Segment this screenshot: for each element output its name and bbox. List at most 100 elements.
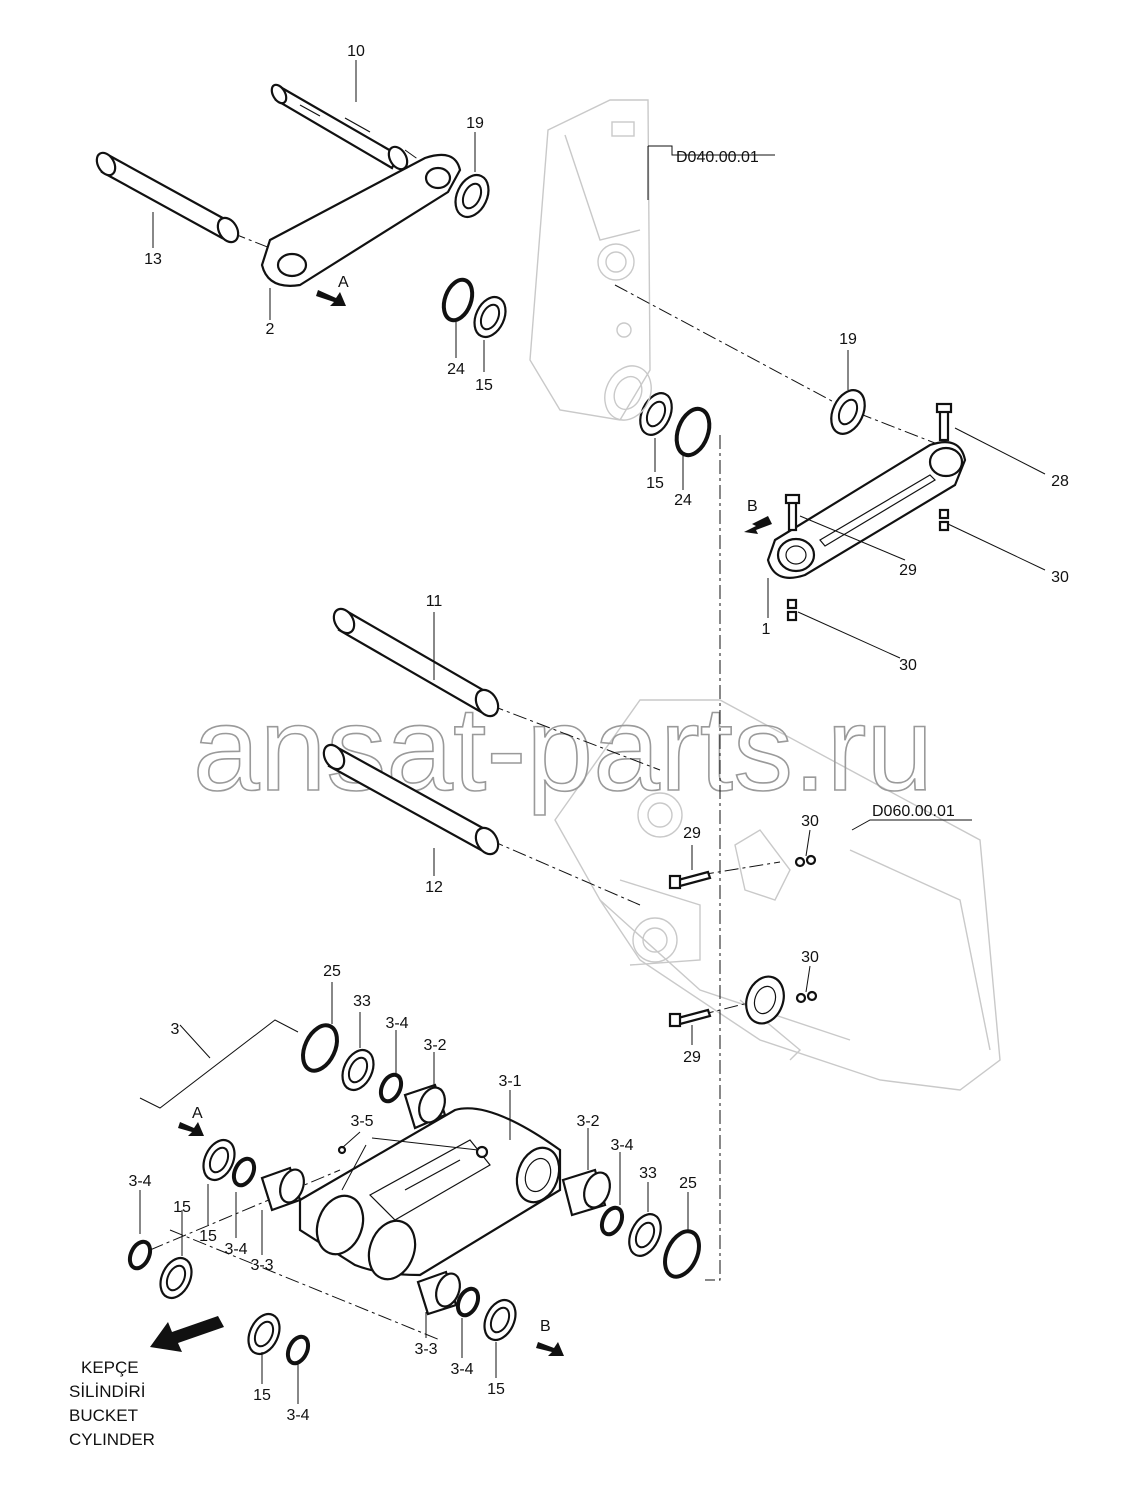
callout-13: 13 bbox=[144, 251, 162, 268]
callout-28: 28 bbox=[1051, 473, 1069, 490]
callout-15-bottom-left: 15 bbox=[253, 1387, 271, 1404]
caption-line-3: BUCKET bbox=[69, 1406, 138, 1425]
callout-3-5: 3-5 bbox=[350, 1113, 373, 1130]
callout-3-2-right: 3-2 bbox=[576, 1113, 599, 1130]
washer-15-left-a bbox=[202, 1138, 236, 1182]
seal-3-4-left-a bbox=[231, 1156, 257, 1188]
bolt-29-top bbox=[784, 493, 801, 532]
view-arrow-a-bottom: A bbox=[178, 1105, 204, 1136]
callout-29-mid: 29 bbox=[683, 825, 701, 842]
caption-line-1: KEPÇE bbox=[81, 1358, 139, 1377]
callout-1: 1 bbox=[762, 621, 771, 638]
callout-11: 11 bbox=[426, 593, 443, 610]
seal-3-4-bottom-right bbox=[455, 1286, 481, 1318]
oring-24-mid bbox=[674, 406, 712, 458]
washer-15-bottom-left bbox=[247, 1312, 281, 1356]
link-1 bbox=[766, 441, 967, 579]
nut-30-a bbox=[938, 508, 950, 532]
washer-19-top bbox=[454, 173, 490, 219]
callout-15-bottom-right: 15 bbox=[487, 1381, 505, 1398]
washer-15-top bbox=[473, 295, 507, 339]
callout-19-top: 19 bbox=[466, 115, 484, 132]
callout-25-left: 25 bbox=[323, 963, 341, 980]
caption-line-2: SİLİNDİRİ bbox=[69, 1382, 146, 1401]
view-arrow-b-bottom: B bbox=[536, 1318, 564, 1356]
pin-10 bbox=[270, 83, 409, 171]
washer-15-bottom-right bbox=[483, 1298, 517, 1342]
bushing-3-2-right bbox=[561, 1168, 611, 1217]
nut-30-b bbox=[786, 598, 798, 622]
callout-29-lower: 29 bbox=[683, 1049, 701, 1066]
callout-3-2-left: 3-2 bbox=[423, 1037, 446, 1054]
reference-arm: D040.00.01 bbox=[676, 149, 759, 166]
bracket-stem bbox=[179, 1024, 211, 1059]
callouts: 10 13 19 2 24 15 15 24 19 28 29 30 30 1 … bbox=[128, 43, 1069, 1424]
view-arrow-b-right: B bbox=[744, 498, 772, 534]
pin-13 bbox=[95, 151, 240, 244]
view-mark-b-right: B bbox=[747, 498, 758, 515]
callout-3-4-a: 3-4 bbox=[385, 1015, 408, 1032]
callout-25-right: 25 bbox=[679, 1175, 697, 1192]
bucket-cylinder-arrow bbox=[150, 1316, 224, 1352]
callout-3-4-far-left: 3-4 bbox=[128, 1173, 151, 1190]
callout-33-right: 33 bbox=[639, 1165, 657, 1182]
arm-boss bbox=[604, 365, 652, 421]
pin-12 bbox=[322, 743, 500, 856]
oring-24-top bbox=[441, 277, 475, 323]
view-mark-b-bottom: B bbox=[540, 1318, 551, 1335]
callout-3-1: 3-1 bbox=[498, 1073, 521, 1090]
callout-3-4-bottom-right: 3-4 bbox=[450, 1361, 473, 1378]
callout-12: 12 bbox=[425, 879, 443, 896]
callout-30-d: 30 bbox=[801, 949, 819, 966]
seal-3-4-bottom-left bbox=[285, 1334, 311, 1366]
h-link-3-1 bbox=[298, 1107, 562, 1281]
callout-24-mid: 24 bbox=[674, 492, 692, 509]
callout-3-3-left: 3-3 bbox=[250, 1257, 273, 1274]
leader-lines bbox=[139, 60, 1046, 1404]
callout-3-4-bottom-left: 3-4 bbox=[286, 1407, 309, 1424]
callout-2: 2 bbox=[266, 321, 275, 338]
seal-3-4-far-left bbox=[127, 1239, 153, 1271]
callout-15-far-left: 15 bbox=[173, 1199, 191, 1216]
view-mark-a-top: A bbox=[338, 274, 349, 291]
bolt-29-lower bbox=[668, 1008, 712, 1028]
callout-3-3-right: 3-3 bbox=[414, 1341, 437, 1358]
washer-19-right bbox=[830, 389, 866, 435]
view-arrow-a-top: A bbox=[316, 274, 349, 306]
arm-ghost-outline bbox=[529, 99, 651, 421]
callout-15-top: 15 bbox=[475, 377, 493, 394]
washer-33-left bbox=[341, 1048, 375, 1092]
callout-15-mid: 15 bbox=[646, 475, 664, 492]
washer-15-far-left bbox=[159, 1256, 193, 1300]
bolt-29-mid bbox=[668, 870, 712, 890]
bushing-3-3-left bbox=[260, 1166, 305, 1212]
callout-30-c: 30 bbox=[801, 813, 819, 830]
callout-3-4-right: 3-4 bbox=[610, 1137, 633, 1154]
nuts-30-lower bbox=[795, 990, 818, 1004]
callout-30-b: 30 bbox=[899, 657, 917, 674]
seal-3-4-a bbox=[378, 1072, 404, 1104]
callout-19-right: 19 bbox=[839, 331, 857, 348]
bucket-cylinder-caption: KEPÇE SİLİNDİRİ BUCKET CYLINDER bbox=[69, 1358, 155, 1449]
callout-33-left: 33 bbox=[353, 993, 371, 1010]
link-2 bbox=[260, 153, 462, 287]
callout-29-top: 29 bbox=[899, 562, 917, 579]
seal-3-4-right bbox=[599, 1205, 625, 1237]
callout-3-4-left-a: 3-4 bbox=[224, 1241, 247, 1258]
callout-30-a: 30 bbox=[1051, 569, 1069, 586]
reference-bucket: D060.00.01 bbox=[872, 803, 955, 820]
washer-15-mid bbox=[639, 392, 673, 436]
caption-line-4: CYLINDER bbox=[69, 1430, 155, 1449]
pin-11 bbox=[332, 607, 500, 718]
assembly-bracket bbox=[139, 1019, 299, 1109]
callout-24-top: 24 bbox=[447, 361, 465, 378]
bushing-bucket-lower bbox=[745, 975, 785, 1025]
oring-25-right bbox=[663, 1229, 701, 1279]
view-mark-a-bottom: A bbox=[192, 1105, 203, 1122]
watermark-text: ansat-parts.ru bbox=[193, 682, 933, 816]
nuts-30-mid bbox=[794, 854, 817, 868]
bushing-3-2-left bbox=[403, 1083, 447, 1130]
callout-10: 10 bbox=[347, 43, 365, 60]
bucket-ghost-outline bbox=[554, 699, 1001, 1091]
